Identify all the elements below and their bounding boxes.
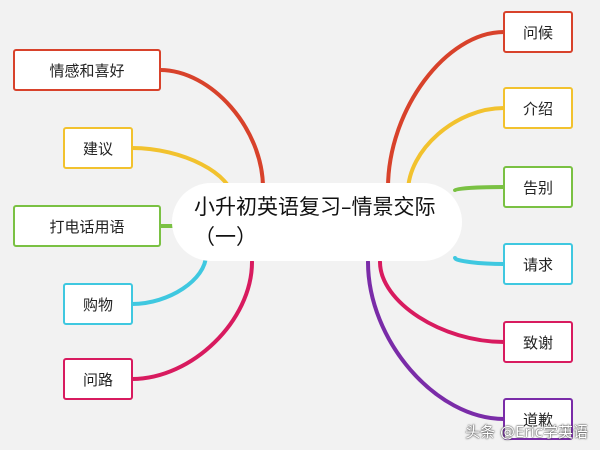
branch-label: 打电话用语 [49,217,125,236]
branch-label: 介绍 [522,99,553,118]
branch-node-asking-directions[interactable]: 问路 [63,358,133,400]
connector-right-1 [406,106,506,194]
branch-label: 问候 [522,23,553,42]
branch-label: 情感和喜好 [49,61,125,80]
branch-node-telephone-phrases[interactable]: 打电话用语 [13,205,161,247]
branch-label: 购物 [82,295,113,314]
central-topic-title: 小升初英语复习–情景交际（一） [194,195,436,249]
branch-node-emotions-preferences[interactable]: 情感和喜好 [13,49,161,91]
branch-label: 致谢 [522,333,553,352]
branch-node-greetings[interactable]: 问候 [503,11,573,53]
central-topic[interactable]: 小升初英语复习–情景交际（一） [172,183,462,261]
branch-label: 问路 [82,370,113,389]
branch-node-requests[interactable]: 请求 [503,243,573,285]
branch-node-shopping[interactable]: 购物 [63,283,133,325]
connector-right-2 [453,185,506,192]
connector-left-3 [130,253,208,306]
connector-right-3 [453,256,506,266]
connector-left-0 [158,68,265,190]
watermark: 头条 @Eric学英语 [465,423,588,441]
branch-node-apologies[interactable]: 道歉 [503,398,573,440]
branch-node-introductions[interactable]: 介绍 [503,87,573,129]
branch-node-farewells[interactable]: 告别 [503,166,573,208]
branch-node-suggestions[interactable]: 建议 [63,127,133,169]
branch-label: 建议 [82,139,113,158]
connector-right-5 [366,260,506,421]
branch-label: 告别 [522,178,553,197]
branch-label: 道歉 [522,410,553,429]
connector-right-0 [386,30,506,190]
connector-right-4 [378,260,506,344]
connector-left-4 [130,260,254,381]
branch-label: 请求 [522,255,553,274]
branch-node-thanks[interactable]: 致谢 [503,321,573,363]
